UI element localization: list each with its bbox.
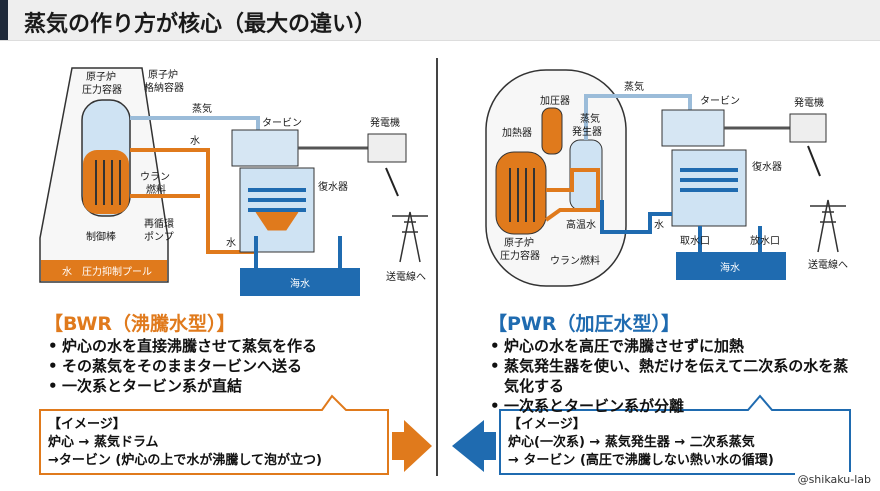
pwr-label-uranium-fuel: ウラン燃料	[550, 254, 600, 267]
title-bar: 蒸気の作り方が核心（最大の違い）	[0, 0, 880, 41]
bwr-bullet-list: 炉心の水を直接沸騰させて蒸気を作る その蒸気をそのままタービンへ送る 一次系とタ…	[46, 336, 426, 396]
pwr-label-turbine: タービン	[700, 95, 740, 107]
bwr-label-uranium-fuel-2: 燃料	[146, 183, 166, 196]
bwr-core-water	[83, 150, 129, 214]
bwr-power-arrow	[385, 167, 399, 197]
title-accent-bar	[0, 0, 8, 40]
bwr-label-generator: 発電機	[370, 116, 400, 129]
pwr-label-water: 水	[654, 219, 664, 231]
pwr-feedwater-pipe	[600, 200, 672, 234]
bwr-diagram: 原子炉 圧力容器 原子炉 格納容器 蒸気 水 タービン 発電機 ウラン 燃料 復…	[39, 67, 428, 296]
pwr-label-steam-generator: 蒸気	[580, 112, 600, 125]
pwr-label-seawater: 海水	[720, 261, 740, 274]
pwr-image-line2: → タービン (高圧で沸騰しない熱い水の循環)	[508, 453, 774, 468]
pwr-label-steam-generator-2: 発生器	[572, 125, 602, 138]
pwr-label-generator: 発電機	[794, 96, 824, 109]
bwr-heading: 【BWR（沸騰水型）】	[44, 313, 236, 335]
bwr-label-recirc-pump-2: ポンプ	[144, 231, 174, 243]
bwr-bullet: その蒸気をそのままタービンへ送る	[46, 356, 426, 376]
pwr-turbine	[661, 109, 725, 147]
pwr-label-high-temp-water: 高温水	[566, 218, 596, 231]
pwr-bullet: 蒸気発生器を使い、熱だけを伝えて二次系の水を蒸気化する	[488, 356, 858, 396]
bwr-image-title: 【イメージ】	[48, 417, 126, 432]
bwr-generator	[367, 133, 407, 163]
pwr-pressurizer	[541, 107, 563, 155]
pwr-steam-pipe	[584, 94, 692, 140]
credit-watermark: @shikaku-lab	[794, 472, 874, 487]
bwr-suppression-pool	[41, 260, 167, 281]
pwr-reactor-vessel	[495, 151, 547, 235]
pwr-label-reactor-vessel: 原子炉	[504, 237, 534, 249]
pwr-label-intake: 取水口	[680, 235, 710, 247]
bwr-label-seawater: 海水	[290, 277, 310, 290]
pwr-power-tower	[810, 199, 846, 253]
bwr-label-water-top: 水	[190, 135, 200, 147]
pwr-heading: 【PWR（加圧水型）】	[488, 313, 681, 335]
bwr-power-tower	[392, 211, 428, 263]
pwr-label-condenser: 復水器	[752, 160, 782, 173]
pwr-label-power-line: 送電線へ	[808, 258, 848, 271]
pwr-bullet: 炉心の水を高圧で沸騰させずに加熱	[488, 336, 858, 356]
pwr-label-discharge: 放水口	[750, 234, 780, 247]
page-title: 蒸気の作り方が核心（最大の違い）	[24, 12, 377, 37]
pwr-image-title: 【イメージ】	[508, 417, 586, 432]
bwr-label-steam: 蒸気	[192, 102, 212, 115]
bwr-label-reactor-vessel-2: 圧力容器	[82, 83, 122, 96]
bwr-bullet: 炉心の水を直接沸騰させて蒸気を作る	[46, 336, 426, 356]
bwr-seawater	[240, 268, 360, 296]
bwr-condenser-drain	[255, 211, 299, 231]
pwr-arrow	[452, 420, 496, 472]
center-divider	[436, 58, 438, 476]
bwr-label-water-bottom: 水	[226, 237, 236, 249]
pwr-label-pressurizer: 加圧器	[540, 95, 570, 107]
bwr-image-line2: →タービン (炉心の上で水が沸騰して泡が立つ)	[48, 453, 322, 468]
bwr-label-containment-2: 格納容器	[144, 81, 184, 94]
pwr-condenser-coil	[680, 168, 738, 192]
bwr-turbine	[231, 129, 299, 167]
bwr-label-reactor-vessel: 原子炉	[86, 71, 116, 83]
pwr-image-box: 【イメージ】 炉心(一次系) → 蒸気発生器 → 二次系蒸気 → タービン (高…	[508, 416, 848, 470]
bwr-arrow	[392, 420, 432, 472]
bwr-label-pool: 水 圧力抑制プール	[62, 265, 152, 278]
pwr-seawater-pipes	[698, 226, 762, 252]
bwr-image-box: 【イメージ】 炉心 → 蒸気ドラム →タービン (炉心の上で水が沸騰して泡が立つ…	[48, 416, 384, 470]
bwr-label-turbine: タービン	[262, 117, 302, 129]
bwr-fuel-rods	[95, 160, 121, 205]
bwr-condenser-coil	[248, 188, 306, 212]
pwr-label-heater: 加熱器	[502, 126, 532, 139]
bwr-seawater-pipes	[254, 236, 342, 268]
pwr-seawater	[676, 252, 786, 280]
pwr-label-steam: 蒸気	[624, 80, 644, 93]
bwr-feedwater-pipe	[130, 148, 256, 254]
pwr-bullet-list: 炉心の水を高圧で沸騰させずに加熱 蒸気発生器を使い、熱だけを伝えて二次系の水を蒸…	[488, 336, 858, 416]
pwr-diagram: 加圧器 加熱器 蒸気 発生器 蒸気 タービン 発電機 復水器 水 高温水 原子炉…	[485, 69, 848, 287]
pwr-label-reactor-vessel-2: 圧力容器	[500, 249, 540, 262]
pwr-image-line1: 炉心(一次系) → 蒸気発生器 → 二次系蒸気	[508, 435, 755, 450]
pwr-power-arrow	[807, 145, 821, 177]
pwr-generator	[789, 113, 827, 143]
bwr-label-recirc-pump: 再循環	[144, 217, 174, 230]
bwr-label-condenser: 復水器	[318, 180, 348, 193]
pwr-fuel-rods	[509, 168, 535, 222]
pwr-bullet: 一次系とタービン系が分離	[488, 396, 858, 416]
bwr-label-uranium-fuel: ウラン	[140, 171, 170, 183]
bwr-label-power-line: 送電線へ	[386, 270, 426, 283]
pwr-primary-loop	[544, 168, 600, 222]
bwr-image-line1: 炉心 → 蒸気ドラム	[48, 435, 159, 450]
bwr-label-containment: 原子炉	[148, 69, 178, 81]
bwr-label-control-rods: 制御棒	[86, 230, 116, 243]
bwr-bullet: 一次系とタービン系が直結	[46, 376, 426, 396]
